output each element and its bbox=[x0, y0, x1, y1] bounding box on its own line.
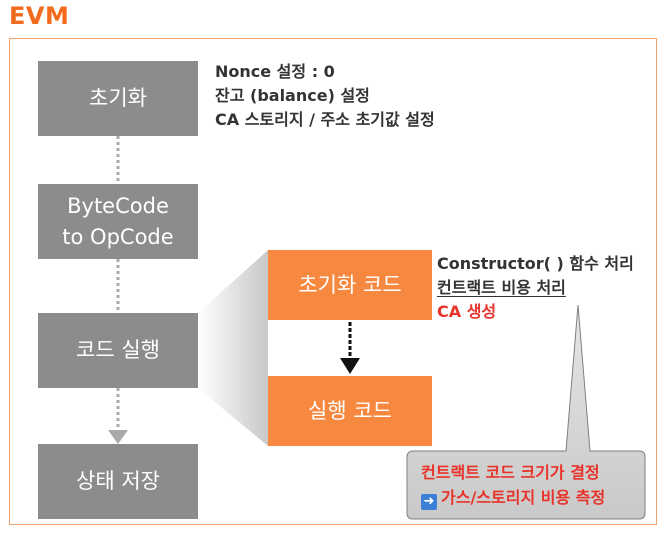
substep-runtime-code-label: 실행 코드 bbox=[308, 398, 392, 423]
init-code-note-constructor: Constructor( ) 함수 처리 bbox=[437, 254, 634, 273]
callout-text: 컨트랙트 코드 크기가 결정 ➜가스/스토리지 비용 측정 bbox=[407, 451, 645, 519]
step-bytecode-label: ByteCode to OpCode bbox=[62, 193, 174, 249]
right-arrow-icon: ➜ bbox=[421, 494, 437, 510]
callout-line-2-text: 가스/스토리지 비용 측정 bbox=[441, 488, 606, 507]
callout-bubble bbox=[406, 304, 646, 520]
init-code-notes: Constructor( ) 함수 처리 컨트랙트 비용 처리 CA 생성 bbox=[437, 252, 634, 324]
callout-line-2: ➜가스/스토리지 비용 측정 bbox=[421, 485, 645, 510]
substep-runtime-code: 실행 코드 bbox=[268, 376, 432, 446]
diagram-title: EVM bbox=[9, 2, 70, 30]
connector-3-4-arrowhead bbox=[108, 430, 128, 444]
init-note-nonce: Nonce 설정 : 0 bbox=[215, 62, 335, 81]
init-code-note-cost: 컨트랙트 비용 처리 bbox=[437, 278, 566, 297]
evm-frame bbox=[9, 38, 657, 525]
zoom-wedge bbox=[198, 250, 268, 446]
substep-init-code: 초기화 코드 bbox=[268, 250, 432, 320]
step-save-state: 상태 저장 bbox=[38, 444, 198, 519]
sub-connector-arrowhead bbox=[340, 358, 360, 374]
step-execute-label: 코드 실행 bbox=[76, 338, 160, 362]
init-note-storage: CA 스토리지 / 주소 초기값 설정 bbox=[215, 110, 435, 129]
step-save-label: 상태 저장 bbox=[76, 469, 160, 493]
init-code-note-ca: CA 생성 bbox=[437, 302, 497, 321]
substep-init-code-label: 초기화 코드 bbox=[298, 272, 402, 297]
callout-line-1: 컨트랙트 코드 크기가 결정 bbox=[421, 463, 600, 482]
step-bytecode-to-opcode: ByteCode to OpCode bbox=[38, 184, 198, 259]
init-note-balance: 잔고 (balance) 설정 bbox=[215, 86, 370, 105]
init-notes: Nonce 설정 : 0 잔고 (balance) 설정 CA 스토리지 / 주… bbox=[215, 60, 435, 132]
step-init: 초기화 bbox=[38, 61, 198, 136]
step-init-label: 초기화 bbox=[89, 86, 147, 110]
step-execute-code: 코드 실행 bbox=[38, 313, 198, 388]
